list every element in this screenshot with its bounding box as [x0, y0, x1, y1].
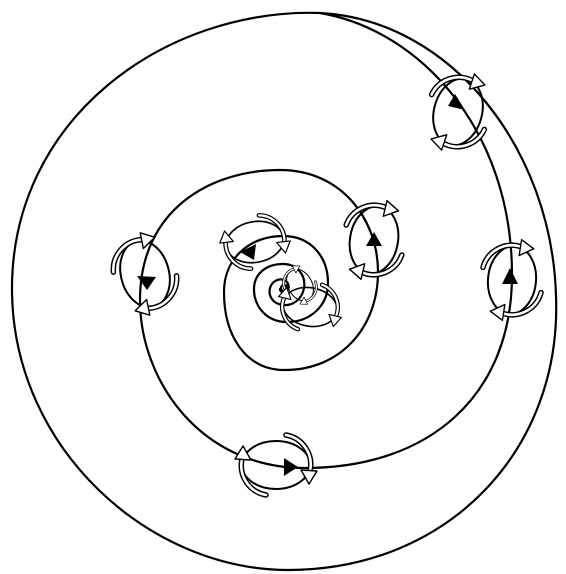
flow-arrowhead-right: [502, 268, 518, 284]
vortex-marker-top-right: [418, 65, 497, 160]
flow-arrowhead-upper-right: [448, 94, 465, 110]
vortex-marker-left: [105, 227, 184, 322]
flow-arrowhead-mid-right: [366, 232, 382, 246]
flow-arrowhead-bottom: [284, 458, 298, 476]
